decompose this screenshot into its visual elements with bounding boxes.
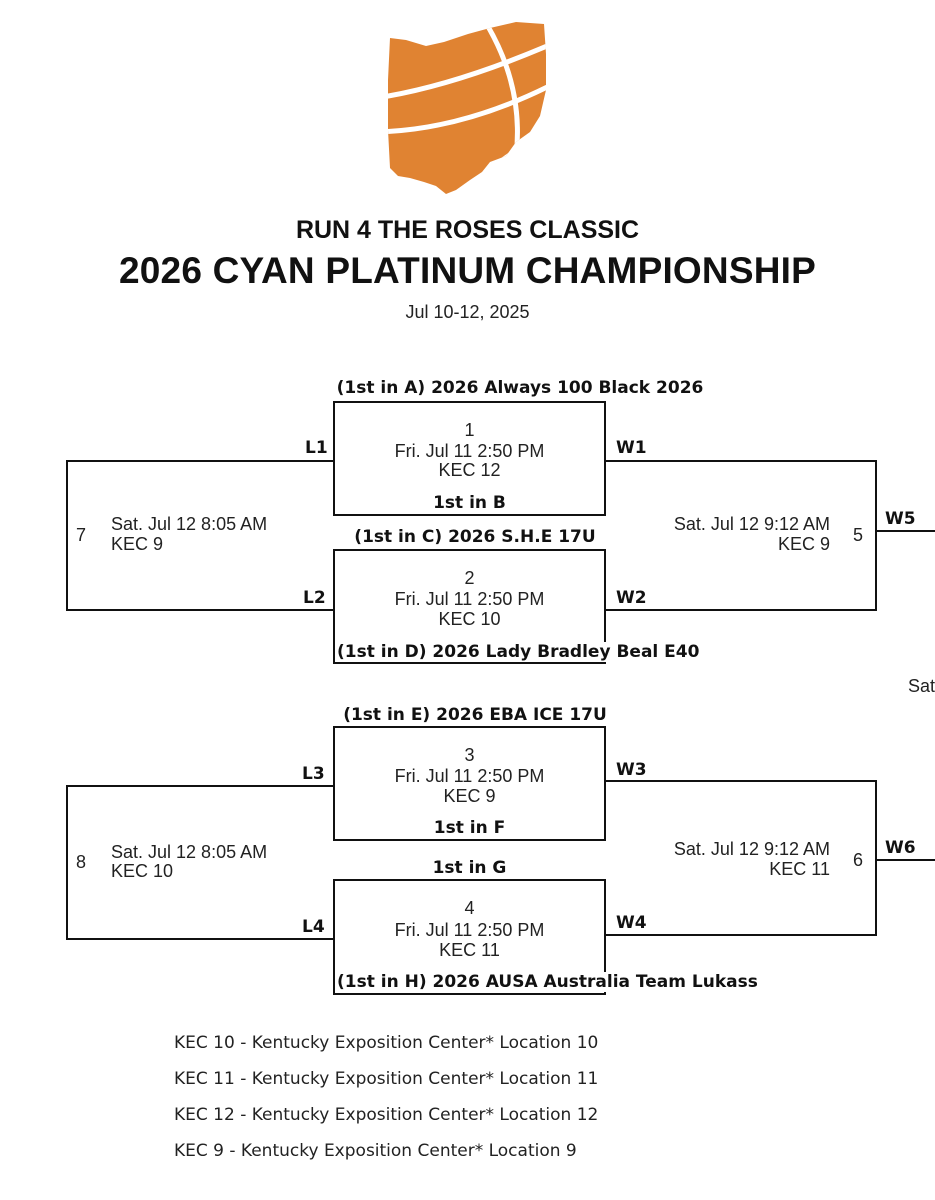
game3-team-bottom: 1st in F <box>433 818 506 838</box>
game4-box-left <box>333 879 335 995</box>
label-W4: W4 <box>616 913 647 933</box>
event-name: RUN 4 THE ROSES CLASSIC <box>295 216 640 244</box>
game4-box-top <box>333 879 606 881</box>
label-W3: W3 <box>616 760 647 780</box>
game1-box-left <box>333 401 335 516</box>
game4-team-top: 1st in G <box>432 858 507 878</box>
game1-box-top <box>333 401 606 403</box>
game8-bottom-line <box>66 938 335 940</box>
game8-court: KEC 10 <box>111 861 174 881</box>
game3-box-bottom <box>333 839 606 841</box>
game6-court: KEC 11 <box>769 859 830 879</box>
game6-out-line <box>875 859 935 861</box>
cutoff-text: Sat <box>908 676 935 696</box>
label-W5: W5 <box>885 509 916 529</box>
label-W6: W6 <box>885 838 916 858</box>
game1-court: KEC 12 <box>438 460 501 480</box>
event-dates: Jul 10-12, 2025 <box>405 302 530 322</box>
game4-box-bottom <box>333 993 606 995</box>
legend-item: KEC 12 - Kentucky Exposition Center* Loc… <box>174 1105 599 1125</box>
game1-team-bottom: 1st in B <box>433 493 506 513</box>
game3-court: KEC 9 <box>443 786 496 806</box>
game5-top-line <box>604 460 877 462</box>
game6-time: Sat. Jul 12 9:12 AM <box>673 839 830 859</box>
game2-court: KEC 10 <box>438 609 501 629</box>
game2-box-right <box>604 549 606 664</box>
label-L2: L2 <box>303 588 326 608</box>
legend-item: KEC 10 - Kentucky Exposition Center* Loc… <box>174 1033 599 1053</box>
game7-number: 7 <box>76 525 87 545</box>
page-title: 2026 CYAN PLATINUM CHAMPIONSHIP <box>119 250 816 291</box>
game3-team-top: (1st in E) 2026 EBA ICE 17U <box>343 705 607 725</box>
game5-bottom-line <box>604 609 877 611</box>
game4-number: 4 <box>464 898 475 918</box>
legend-item: KEC 11 - Kentucky Exposition Center* Loc… <box>174 1069 599 1089</box>
game5-right-line <box>875 460 877 611</box>
game5-out-line <box>875 530 935 532</box>
game6-top-line <box>604 780 877 782</box>
game7-left-line <box>66 460 68 611</box>
game3-box-right <box>604 726 606 841</box>
legend-item: KEC 9 - Kentucky Exposition Center* Loca… <box>174 1141 577 1161</box>
game2-box-top <box>333 549 606 551</box>
game8-top-line <box>66 785 335 787</box>
game5-number: 5 <box>853 525 864 545</box>
game1-team-top: (1st in A) 2026 Always 100 Black 2026 <box>336 378 704 398</box>
game3-box-top <box>333 726 606 728</box>
game1-time: Fri. Jul 11 2:50 PM <box>394 441 545 461</box>
game2-box-bottom <box>333 662 606 664</box>
game4-box-right <box>604 879 606 995</box>
game6-bottom-line <box>604 934 877 936</box>
game6-number: 6 <box>853 850 864 870</box>
game8-number: 8 <box>76 852 87 872</box>
game2-team-bottom: (1st in D) 2026 Lady Bradley Beal E40 <box>337 642 700 662</box>
game4-court: KEC 11 <box>439 940 500 960</box>
game2-box-left <box>333 549 335 664</box>
label-L3: L3 <box>302 764 325 784</box>
game7-court: KEC 9 <box>111 534 164 554</box>
game7-top-line <box>66 460 335 462</box>
game2-team-top: (1st in C) 2026 S.H.E 17U <box>354 527 596 547</box>
game2-time: Fri. Jul 11 2:50 PM <box>394 589 545 609</box>
label-W1: W1 <box>616 438 647 458</box>
game1-box-right <box>604 401 606 516</box>
game2-number: 2 <box>464 568 475 588</box>
label-L4: L4 <box>302 917 325 937</box>
game4-team-bottom: (1st in H) 2026 AUSA Australia Team Luka… <box>337 972 758 992</box>
game5-court: KEC 9 <box>777 534 830 554</box>
game4-time: Fri. Jul 11 2:50 PM <box>394 920 545 940</box>
game8-time: Sat. Jul 12 8:05 AM <box>111 842 268 862</box>
label-L1: L1 <box>305 438 328 458</box>
game6-right-line <box>875 780 877 936</box>
game7-bottom-line <box>66 609 335 611</box>
game1-box-bottom <box>333 514 606 516</box>
label-W2: W2 <box>616 588 647 608</box>
game3-number: 3 <box>464 745 475 765</box>
game7-time: Sat. Jul 12 8:05 AM <box>111 514 268 534</box>
game3-box-left <box>333 726 335 841</box>
ohio-basketball-logo <box>388 22 546 194</box>
game8-left-line <box>66 785 68 940</box>
game3-time: Fri. Jul 11 2:50 PM <box>394 766 545 786</box>
game5-time: Sat. Jul 12 9:12 AM <box>673 514 830 534</box>
game1-number: 1 <box>464 420 475 440</box>
